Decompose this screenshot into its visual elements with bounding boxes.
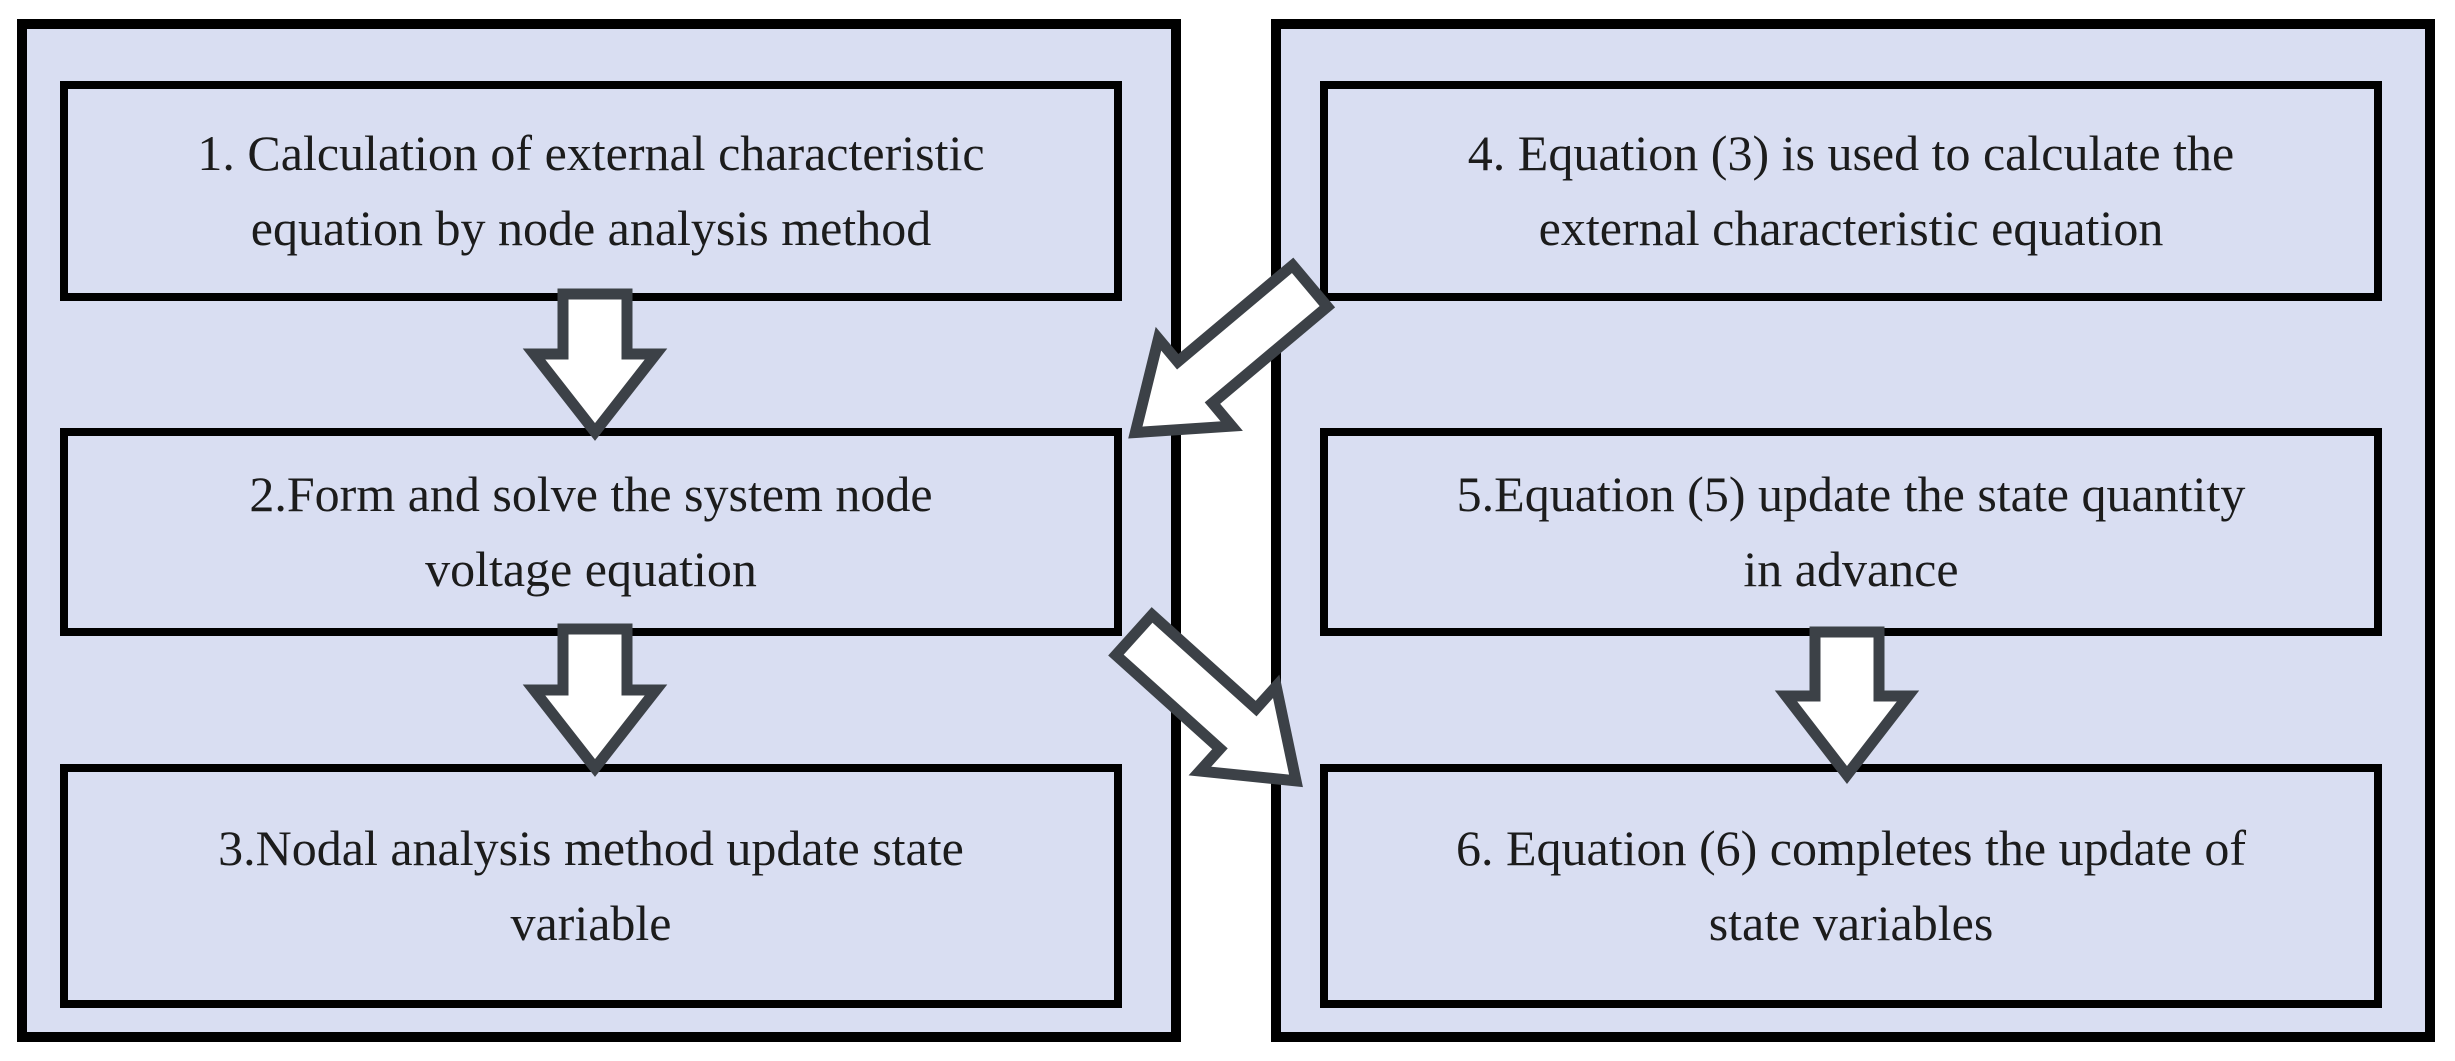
flow-box-step-3-line-2: variable	[510, 895, 672, 951]
flow-box-step-1: 1. Calculation of external characteristi…	[60, 81, 1122, 301]
flow-box-step-4: 4. Equation (3) is used to calculate the…	[1320, 81, 2382, 301]
flow-box-step-5: 5.Equation (5) update the state quantity…	[1320, 428, 2382, 636]
flow-box-step-1-line-1: 1. Calculation of external characteristi…	[197, 125, 985, 181]
flow-box-step-4-line-2: external characteristic equation	[1538, 200, 2164, 256]
left-panel: 1. Calculation of external characteristi…	[17, 19, 1181, 1042]
flow-box-step-3-line-1: 3.Nodal analysis method update state	[218, 820, 964, 876]
flow-box-step-4-line-1: 4. Equation (3) is used to calculate the	[1467, 125, 2235, 181]
flow-box-step-5-line-1: 5.Equation (5) update the state quantity	[1456, 466, 2246, 522]
flow-box-step-5-line-2: in advance	[1743, 541, 1959, 597]
flow-box-step-6-line-1: 6. Equation (6) completes the update of	[1455, 820, 2247, 876]
flow-box-step-6: 6. Equation (6) completes the update of …	[1320, 764, 2382, 1008]
flow-box-step-3: 3.Nodal analysis method update state var…	[60, 764, 1122, 1008]
right-panel: 4. Equation (3) is used to calculate the…	[1271, 19, 2435, 1042]
flow-box-step-1-line-2: equation by node analysis method	[250, 200, 932, 256]
flow-box-step-2-line-2: voltage equation	[425, 541, 757, 597]
flow-box-step-2: 2.Form and solve the system node voltage…	[60, 428, 1122, 636]
flow-box-step-2-line-1: 2.Form and solve the system node	[249, 466, 933, 522]
flow-box-step-6-line-2: state variables	[1708, 895, 1994, 951]
